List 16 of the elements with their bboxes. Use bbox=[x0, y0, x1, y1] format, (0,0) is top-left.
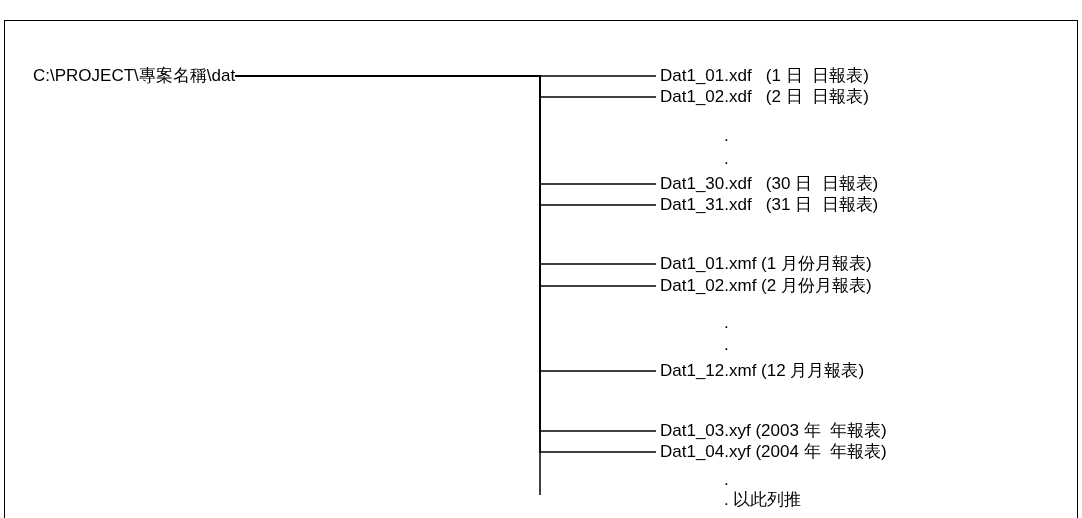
ellipsis-text: . bbox=[724, 149, 729, 169]
file-name-text: Dat1_31.xdf (31 日 日報表) bbox=[660, 195, 879, 215]
file-name-text: Dat1_04.xyf (2004 年 年報表) bbox=[660, 442, 887, 462]
file-name-text: Dat1_02.xdf (2 日 日報表) bbox=[660, 87, 869, 107]
ellipsis-text: . bbox=[724, 313, 729, 333]
ellipsis-text: . bbox=[724, 126, 729, 146]
file-name-text: Dat1_01.xmf (1 月份月報表) bbox=[660, 254, 872, 274]
folder-path-text: C:\PROJECT\專案名稱\dat bbox=[33, 66, 236, 86]
ellipsis-text: . bbox=[724, 335, 729, 355]
file-name-text: Dat1_02.xmf (2 月份月報表) bbox=[660, 276, 872, 296]
file-name-text: Dat1_12.xmf (12 月月報表) bbox=[660, 361, 865, 381]
ellipsis-text: . 以此列推 bbox=[724, 490, 802, 510]
file-name-text: Dat1_03.xyf (2003 年 年報表) bbox=[660, 421, 887, 441]
file-name-text: Dat1_30.xdf (30 日 日報表) bbox=[660, 174, 879, 194]
ellipsis-text: . bbox=[724, 470, 729, 490]
file-name-text: Dat1_01.xdf (1 日 日報表) bbox=[660, 66, 869, 86]
